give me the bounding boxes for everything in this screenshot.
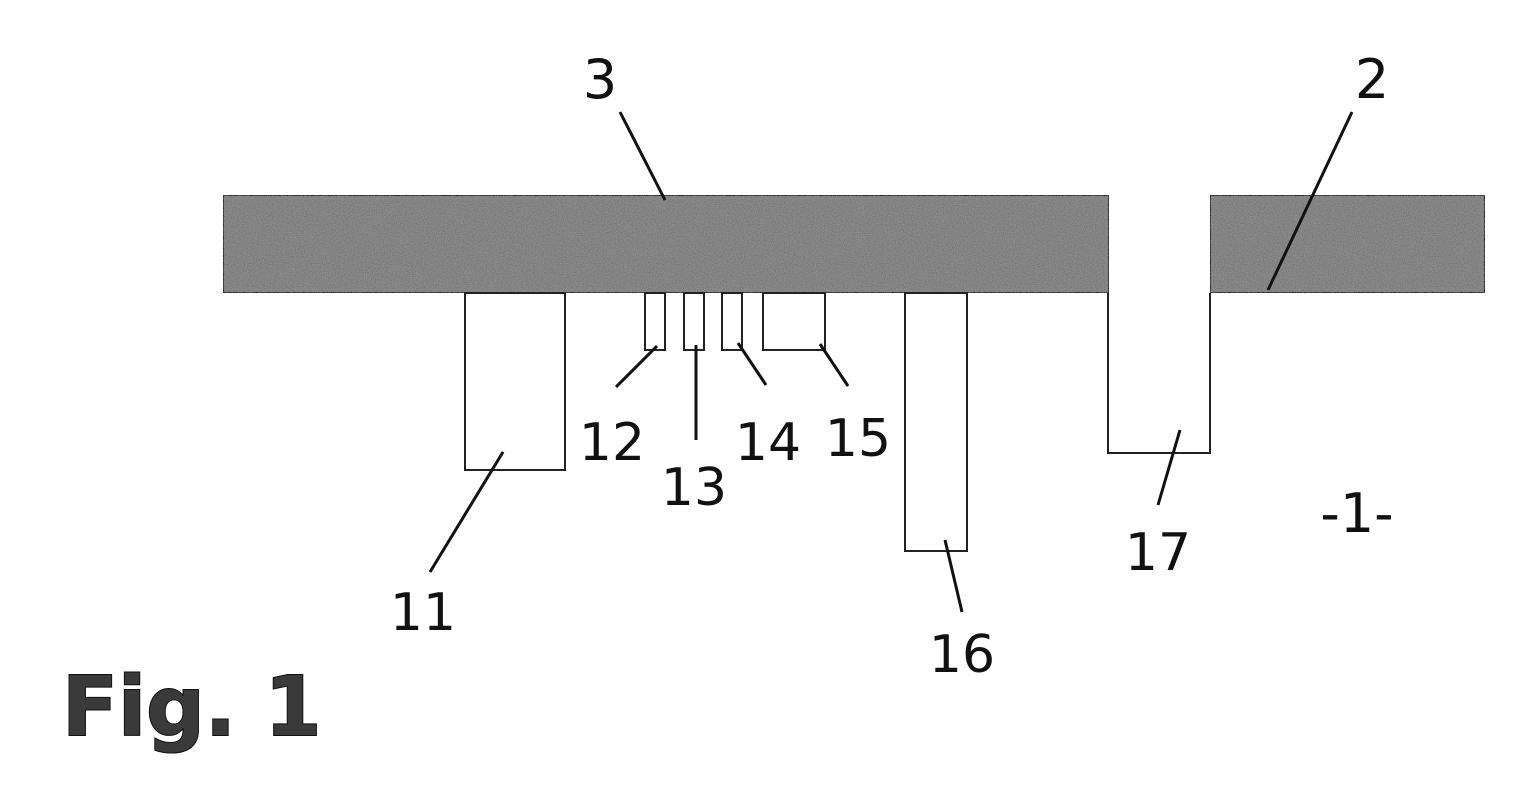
layer-2-right xyxy=(1210,195,1485,293)
label-region-16: 16 xyxy=(929,625,995,685)
region-17 xyxy=(1108,293,1210,453)
leader-14 xyxy=(738,343,766,385)
region-11 xyxy=(465,293,565,470)
label-layer-3: 3 xyxy=(583,48,617,111)
layer-3-left xyxy=(223,195,1109,293)
leader-12 xyxy=(616,346,657,387)
label-region-12: 12 xyxy=(579,413,645,473)
label-layer-2: 2 xyxy=(1355,48,1389,111)
region-12 xyxy=(645,293,665,350)
label-region-15: 15 xyxy=(825,409,891,469)
label-substrate: -1- xyxy=(1320,482,1393,545)
figure-title: Fig. 1 xyxy=(62,660,322,755)
region-13 xyxy=(684,293,704,350)
label-region-14: 14 xyxy=(735,413,801,473)
label-region-17: 17 xyxy=(1125,523,1191,583)
label-region-11: 11 xyxy=(390,583,456,643)
leader-3 xyxy=(620,112,665,200)
label-region-13: 13 xyxy=(661,458,727,518)
region-15 xyxy=(763,293,825,350)
region-16 xyxy=(905,293,967,551)
region-14 xyxy=(722,293,742,350)
leader-15 xyxy=(820,344,848,386)
